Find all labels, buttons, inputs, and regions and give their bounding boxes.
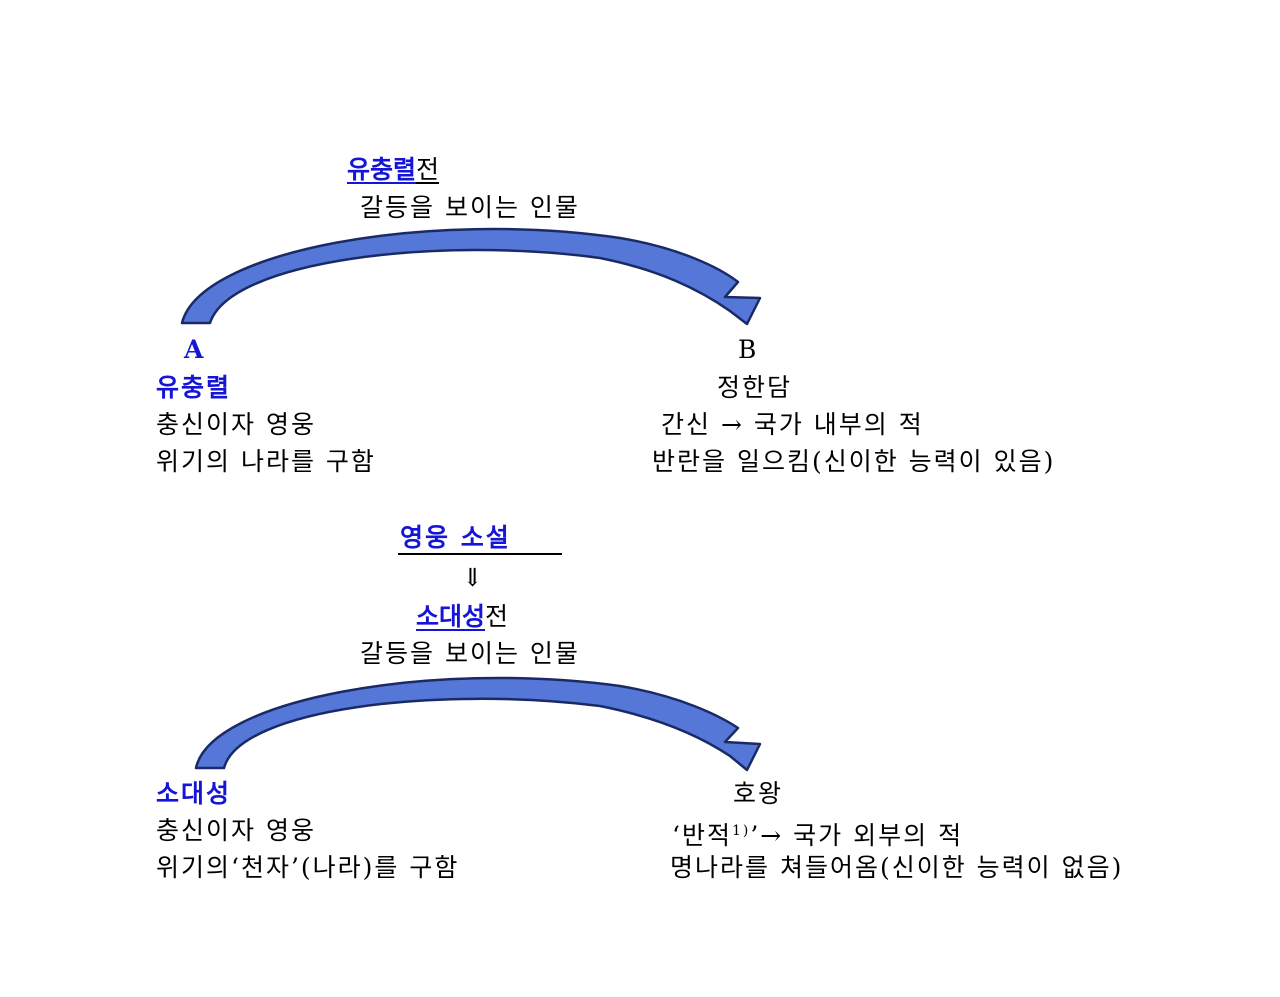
top-subtitle: 갈등을 보이는 인물 <box>360 193 580 222</box>
top-title: 유충렬전 <box>347 155 439 185</box>
top-right-name: 정한담 <box>717 373 793 402</box>
top-title-suffix: 전 <box>416 155 440 184</box>
footnote-marker[interactable]: 1) <box>731 823 751 839</box>
genre-label: 영웅 소설 <box>400 523 511 552</box>
bottom-title-highlight: 소대성 <box>416 602 486 631</box>
bottom-right-line1: ‘반적1)’→ 국가 외부의 적 <box>672 816 963 851</box>
bottom-subtitle: 갈등을 보이는 인물 <box>360 639 580 668</box>
top-title-highlight: 유충렬 <box>347 155 417 184</box>
bottom-title-suffix: 전 <box>485 602 509 631</box>
bottom-left-name: 소대성 <box>156 779 232 808</box>
genre-underline <box>398 553 562 555</box>
bottom-title: 소대성전 <box>416 602 508 632</box>
top-left-label: A <box>184 335 204 364</box>
bottom-right-line2: 명나라를 쳐들어옴(신이한 능력이 없음) <box>670 853 1124 882</box>
bottom-left-line2: 위기의‘천자’(나라)를 구함 <box>156 853 460 882</box>
bottom-right-line1-rest: ’→ 국가 외부의 적 <box>750 821 964 850</box>
top-right-line1: 간신 → 국가 내부의 적 <box>661 410 924 439</box>
bottom-right-line1-main: ‘반적 <box>672 821 732 850</box>
top-right-label: B <box>738 335 757 364</box>
top-left-name: 유충렬 <box>156 373 232 402</box>
top-left-line1: 충신이자 영웅 <box>156 410 316 439</box>
down-arrow-glyph: ⇓ <box>462 563 483 592</box>
top-right-line2: 반란을 일으킴(신이한 능력이 있음) <box>652 447 1056 476</box>
bottom-left-line1: 충신이자 영웅 <box>156 816 316 845</box>
bottom-right-name: 호왕 <box>733 779 784 808</box>
top-left-line2: 위기의 나라를 구함 <box>156 447 376 476</box>
